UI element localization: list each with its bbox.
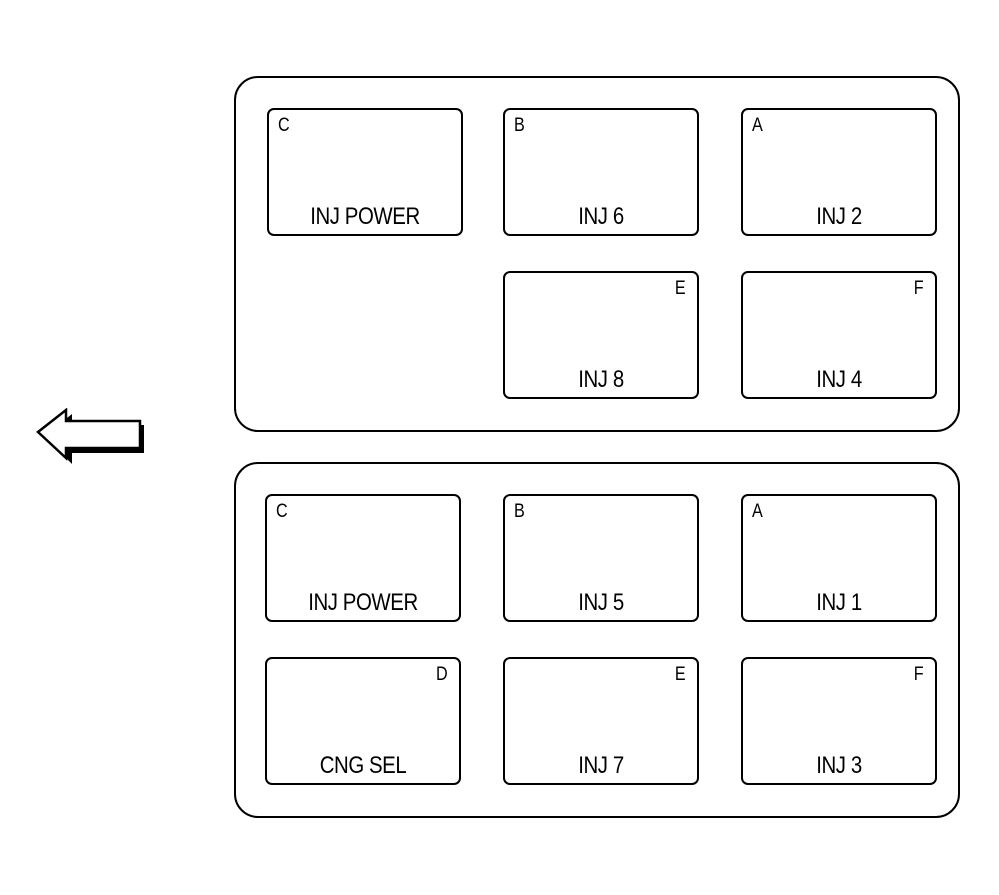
pin-letter: B [514, 115, 525, 136]
pin-letter: D [436, 664, 448, 685]
cavity-label: INJ 2 [816, 203, 862, 230]
cavity-label: INJ 1 [816, 589, 862, 616]
cavity-bottom-f: F INJ 3 [741, 657, 937, 785]
cavity-bottom-b: B INJ 5 [503, 494, 699, 622]
connector-top: C INJ POWER B INJ 6 A INJ 2 E INJ 8 F IN… [234, 76, 960, 432]
pin-letter: F [914, 278, 924, 299]
cavity-label: INJ POWER [310, 203, 420, 230]
pin-letter: F [914, 664, 924, 685]
cavity-bottom-e: E INJ 7 [503, 657, 699, 785]
pin-letter: A [752, 501, 763, 522]
cavity-bottom-a: A INJ 1 [741, 494, 937, 622]
cavity-top-c: C INJ POWER [267, 108, 463, 236]
pin-letter: C [278, 115, 290, 136]
cavity-bottom-c: C INJ POWER [265, 494, 461, 622]
pin-letter: B [514, 501, 525, 522]
cavity-label: INJ POWER [308, 589, 418, 616]
cavity-label: INJ 3 [816, 752, 862, 779]
cavity-top-a: A INJ 2 [741, 108, 937, 236]
connector-bottom: C INJ POWER B INJ 5 A INJ 1 D CNG SEL E … [234, 462, 960, 818]
cavity-label: INJ 7 [578, 752, 624, 779]
cavity-label: INJ 6 [578, 203, 624, 230]
pin-letter: A [752, 115, 763, 136]
cavity-label: INJ 4 [816, 366, 862, 393]
cavity-top-f: F INJ 4 [741, 271, 937, 399]
direction-arrow-icon [36, 408, 144, 464]
pin-letter: C [276, 501, 288, 522]
cavity-label: CNG SEL [319, 752, 407, 779]
cavity-top-b: B INJ 6 [503, 108, 699, 236]
cavity-top-e: E INJ 8 [503, 271, 699, 399]
cavity-label: INJ 8 [578, 366, 624, 393]
cavity-bottom-d: D CNG SEL [265, 657, 461, 785]
cavity-label: INJ 5 [578, 589, 624, 616]
pin-letter: E [675, 664, 686, 685]
pin-letter: E [675, 278, 686, 299]
